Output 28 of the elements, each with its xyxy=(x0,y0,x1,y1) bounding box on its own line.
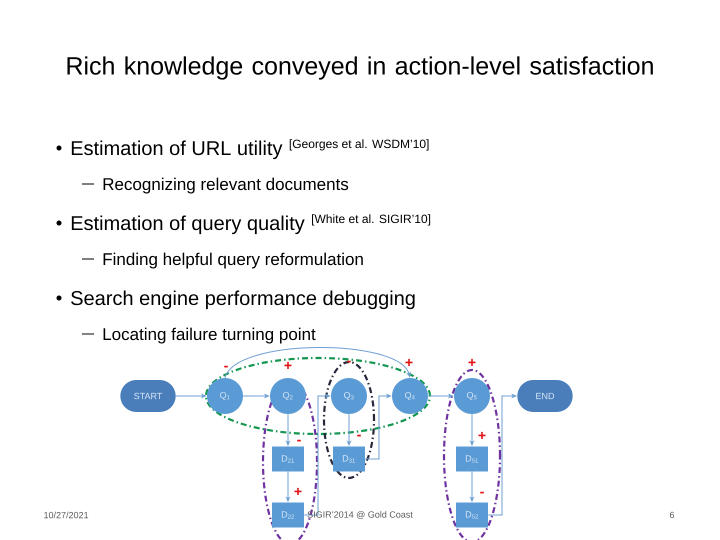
sub-bullet-text: Locating failure turning point xyxy=(104,328,316,344)
sign-mark: - xyxy=(347,360,351,362)
sub-bullet-text: Finding helpful query reformulation xyxy=(104,252,363,269)
document-box: D$_{51}$ xyxy=(456,446,488,472)
slide-title: Rich knowledge conveyed in action-level satisfaction xyxy=(67,56,653,80)
sub-bullet-text: Recognizing relevant documents xyxy=(104,178,348,194)
edge-label: - xyxy=(297,440,301,442)
date-footer: 10/27/2021 xyxy=(44,512,88,518)
bullet-text: Estimation of URL utility xyxy=(72,140,282,160)
bullet-text: Estimation of query quality xyxy=(72,216,305,234)
bullet-text: Search engine performance debugging xyxy=(71,290,415,310)
sign-mark: - xyxy=(224,366,228,368)
edge-label: + xyxy=(294,488,302,495)
document-box: D$_{52}$ xyxy=(456,502,488,528)
arrow xyxy=(224,347,411,378)
document-box: D$_{31}$ xyxy=(333,446,365,472)
edge-label: + xyxy=(478,432,486,439)
edge-label: - xyxy=(357,434,361,436)
sign-mark: + xyxy=(468,358,476,366)
document-box: D$_{22}$ xyxy=(272,502,304,528)
page-number: 6 xyxy=(670,512,674,518)
document-box: D$_{21}$ xyxy=(272,446,304,472)
footer-text: SIGIR’2014 @ Gold Coast xyxy=(308,511,413,519)
sign-mark: + xyxy=(284,362,292,369)
edge-label: - xyxy=(480,492,484,494)
citation: [Georges et al. WSDM’10] xyxy=(290,139,429,150)
citation: [White et al. SIGIR’10] xyxy=(312,214,430,226)
sign-mark: + xyxy=(406,358,413,366)
